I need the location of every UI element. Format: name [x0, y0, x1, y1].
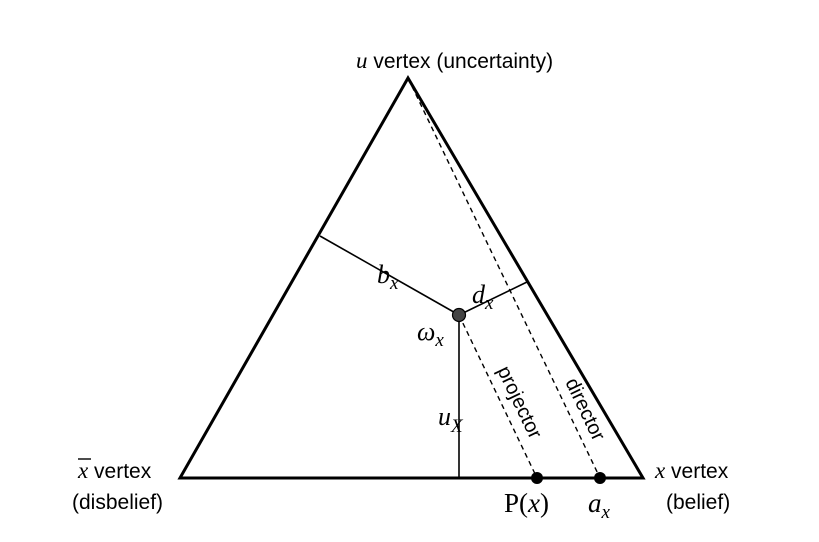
- director-line: [407, 77, 601, 479]
- omega-x-label: ωx: [417, 317, 444, 351]
- belief-caption: (belief): [666, 491, 730, 514]
- u-vertex-label: u vertex (uncertainty): [356, 48, 553, 73]
- b-x-label: bx: [377, 260, 399, 294]
- p-x-label: P(x): [504, 488, 549, 518]
- projector-label: projector: [492, 363, 546, 443]
- disbelief-vertex-label: x vertex (disbelief): [72, 458, 163, 514]
- svg-text:x vertex: x vertex: [77, 458, 152, 483]
- u-x-label: uX: [438, 402, 464, 437]
- svg-text:x vertex: x vertex: [654, 458, 729, 483]
- projected-probability-marker: [531, 472, 543, 484]
- disbelief-caption: (disbelief): [72, 491, 163, 514]
- d-x-label: dx: [472, 280, 494, 314]
- belief-perpendicular-line: [319, 235, 460, 316]
- disbelief-perpendicular-line: [458, 281, 528, 316]
- opinion-point: [451, 307, 467, 323]
- opinion-triangle: [177, 75, 646, 480]
- belief-vertex-label: x vertex (belief): [654, 458, 730, 514]
- base-rate-marker: [594, 472, 606, 484]
- projector-line: [458, 314, 538, 479]
- a-x-label: ax: [588, 488, 611, 523]
